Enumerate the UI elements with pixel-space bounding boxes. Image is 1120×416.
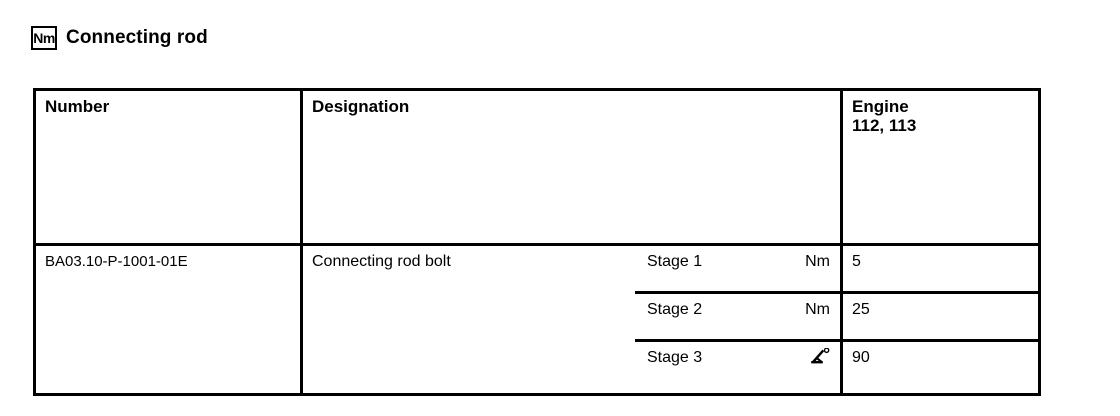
page-title-text: Connecting rod [66, 27, 208, 48]
stage-row-3: Stage 3 [638, 342, 840, 396]
page-title: Nm Connecting rod [31, 24, 208, 52]
stage-unit-2: Nm [805, 301, 830, 318]
header-label-engine-models: 112, 113 [852, 116, 917, 135]
stage-label-1: Stage 1 [647, 253, 703, 270]
designation-value: Connecting rod bolt [312, 253, 451, 270]
stage-unit-1: Nm [805, 253, 830, 270]
stage-label-2: Stage 2 [647, 301, 703, 318]
header-body-divider [36, 243, 1038, 246]
table-row-designation-cell: Connecting rod bolt [303, 246, 635, 393]
header-label-number: Number [45, 97, 110, 116]
stage-label-3: Stage 3 [647, 349, 703, 366]
header-cell-designation: Designation [303, 91, 840, 243]
part-number-value: BA03.10-P-1001-01E [45, 253, 188, 270]
column-divider-number-designation [300, 91, 303, 393]
stage-row-divider-1 [635, 291, 1038, 294]
torque-nm-icon: Nm [31, 26, 57, 50]
header-label-designation: Designation [312, 97, 410, 116]
stage-row-1: Stage 1 Nm [638, 246, 840, 294]
stage-value-cell-3: 90 [843, 342, 1038, 396]
header-cell-engine: Engine 112, 113 [843, 91, 1038, 243]
header-label-engine: Engine [852, 97, 909, 116]
stage-row-divider-2 [635, 339, 1038, 342]
column-divider-unit-engine [840, 91, 843, 393]
stage-value-cell-1: 5 [843, 246, 1038, 294]
table-row-number-cell: BA03.10-P-1001-01E [36, 246, 300, 393]
stage-value-2: 25 [852, 301, 870, 318]
stage-value-1: 5 [852, 253, 861, 270]
stage-value-3: 90 [852, 349, 870, 366]
header-cell-number: Number [36, 91, 300, 243]
stage-row-2: Stage 2 Nm [638, 294, 840, 342]
angle-of-rotation-icon [810, 348, 830, 367]
torque-specification-table: Number Designation Engine 112, 113 BA03.… [33, 88, 1041, 396]
stage-value-cell-2: 25 [843, 294, 1038, 342]
